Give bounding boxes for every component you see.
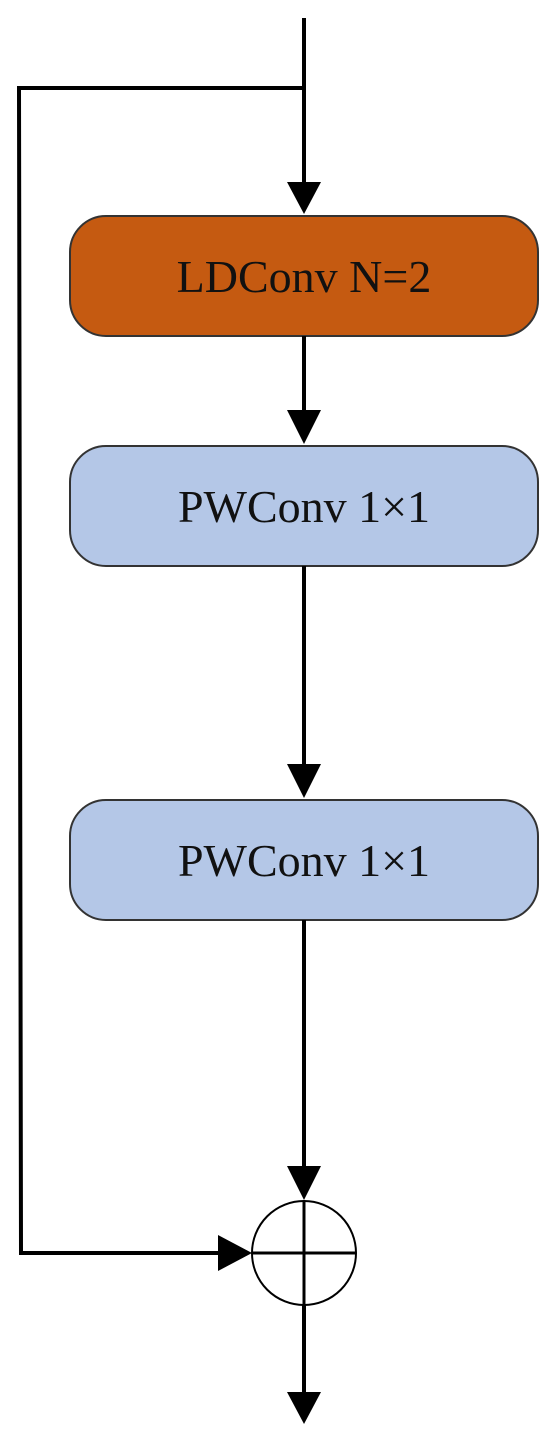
arrow-into-pwconv1 <box>287 410 321 444</box>
skip-connection-line <box>16 86 304 1255</box>
pwconv1-block: PWConv 1×1 <box>69 445 539 567</box>
arrow-skip-into-sum <box>218 1235 252 1271</box>
ldconv-label: LDConv N=2 <box>177 251 432 302</box>
pwconv2-label: PWConv 1×1 <box>178 835 430 886</box>
arrow-into-ldconv <box>287 182 321 214</box>
output-arrow <box>287 1392 321 1424</box>
pwconv2-block: PWConv 1×1 <box>69 799 539 921</box>
sum-node <box>251 1200 357 1306</box>
arrow-into-pwconv2 <box>287 764 321 798</box>
arrow-into-sum <box>287 1166 321 1200</box>
pwconv1-label: PWConv 1×1 <box>178 481 430 532</box>
ldconv-block: LDConv N=2 <box>69 215 539 337</box>
